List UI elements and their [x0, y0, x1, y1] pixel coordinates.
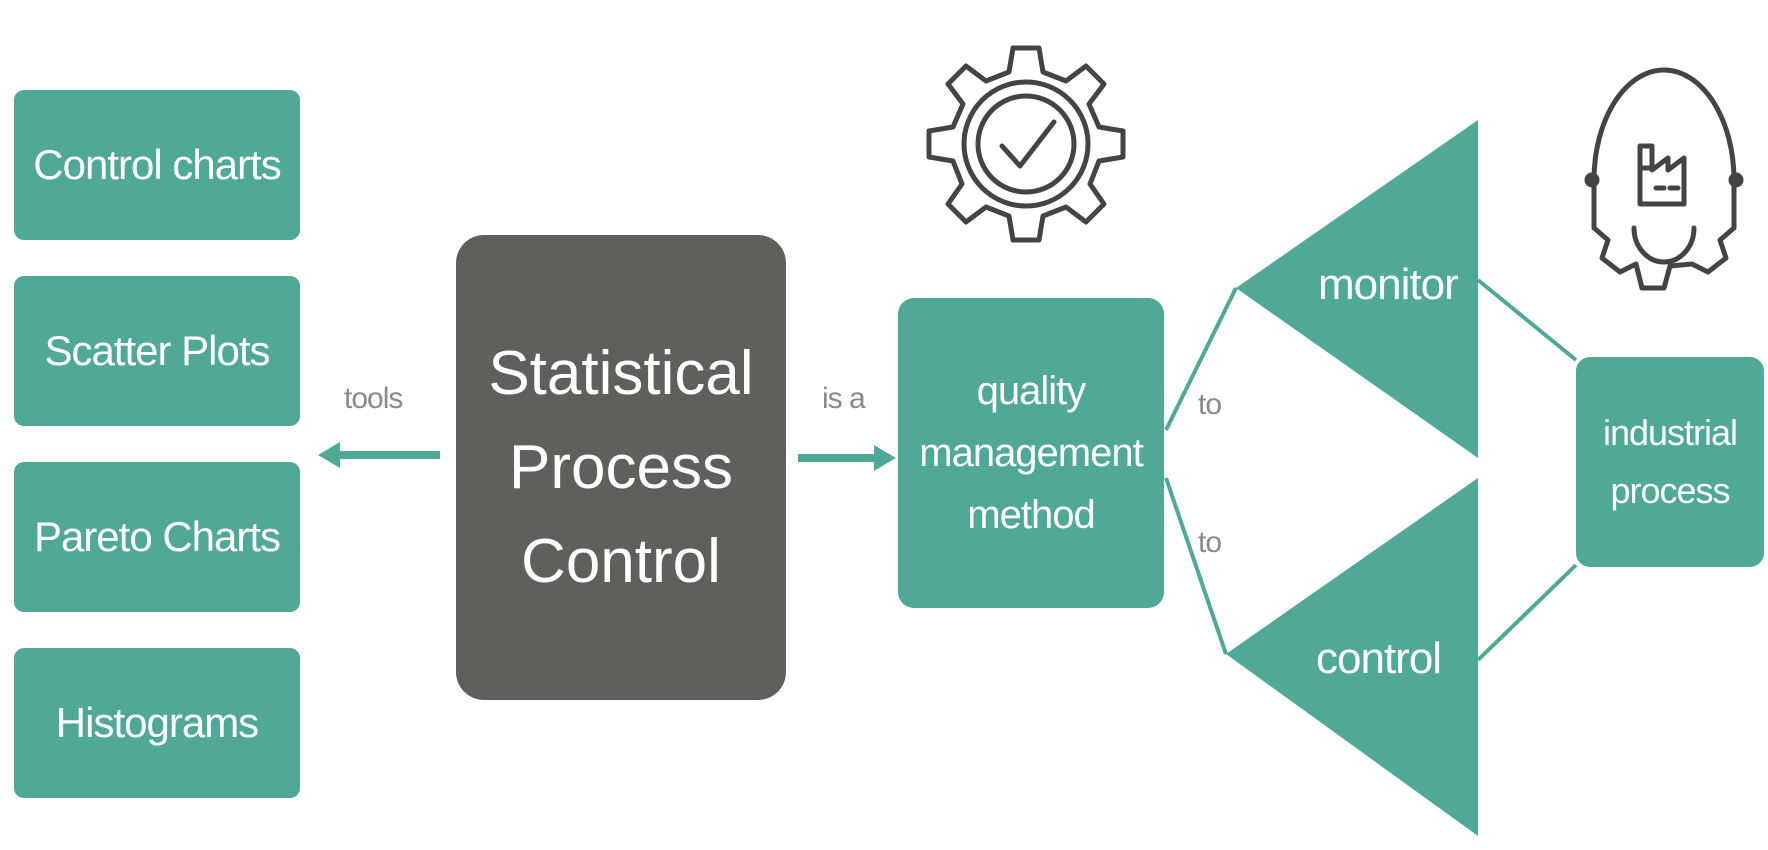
tool-box-pareto-charts: Pareto Charts — [14, 462, 300, 612]
control-to-process-line — [1476, 563, 1578, 662]
monitor-label: monitor — [1318, 260, 1459, 309]
gear-check-icon — [926, 45, 1126, 243]
tool-label: Histograms — [55, 699, 259, 746]
to-lower-edge-label: to — [1198, 526, 1222, 559]
industrial-process-label: industrial process — [1602, 412, 1738, 511]
control-triangle — [1226, 478, 1478, 836]
tools-edge-label: tools — [344, 382, 403, 415]
to-upper-edge-label: to — [1198, 388, 1222, 421]
spc-label: Statistical Process Control — [488, 338, 754, 596]
tool-label: Control charts — [33, 141, 281, 188]
to-upper-line — [1164, 287, 1238, 431]
factory-gear-icon — [1584, 67, 1744, 291]
is-a-edge-label: is a — [822, 382, 866, 415]
to-lower-line — [1164, 477, 1228, 655]
monitor-triangle — [1236, 120, 1478, 458]
spc-box: Statistical Process Control — [456, 235, 786, 700]
control-label: control — [1316, 634, 1442, 683]
quality-management-method-label: quality management method — [919, 369, 1143, 537]
tool-box-control-charts: Control charts — [14, 90, 300, 240]
monitor-to-process-line — [1476, 278, 1578, 362]
tool-label: Scatter Plots — [44, 327, 270, 374]
industrial-process-box: industrial process — [1576, 357, 1764, 567]
quality-management-method-box: quality management method — [898, 298, 1164, 608]
tools-arrow — [318, 442, 440, 468]
is-a-arrow — [798, 445, 896, 471]
tool-box-scatter-plots: Scatter Plots — [14, 276, 300, 426]
tool-box-histograms: Histograms — [14, 648, 300, 798]
tool-label: Pareto Charts — [33, 513, 281, 560]
